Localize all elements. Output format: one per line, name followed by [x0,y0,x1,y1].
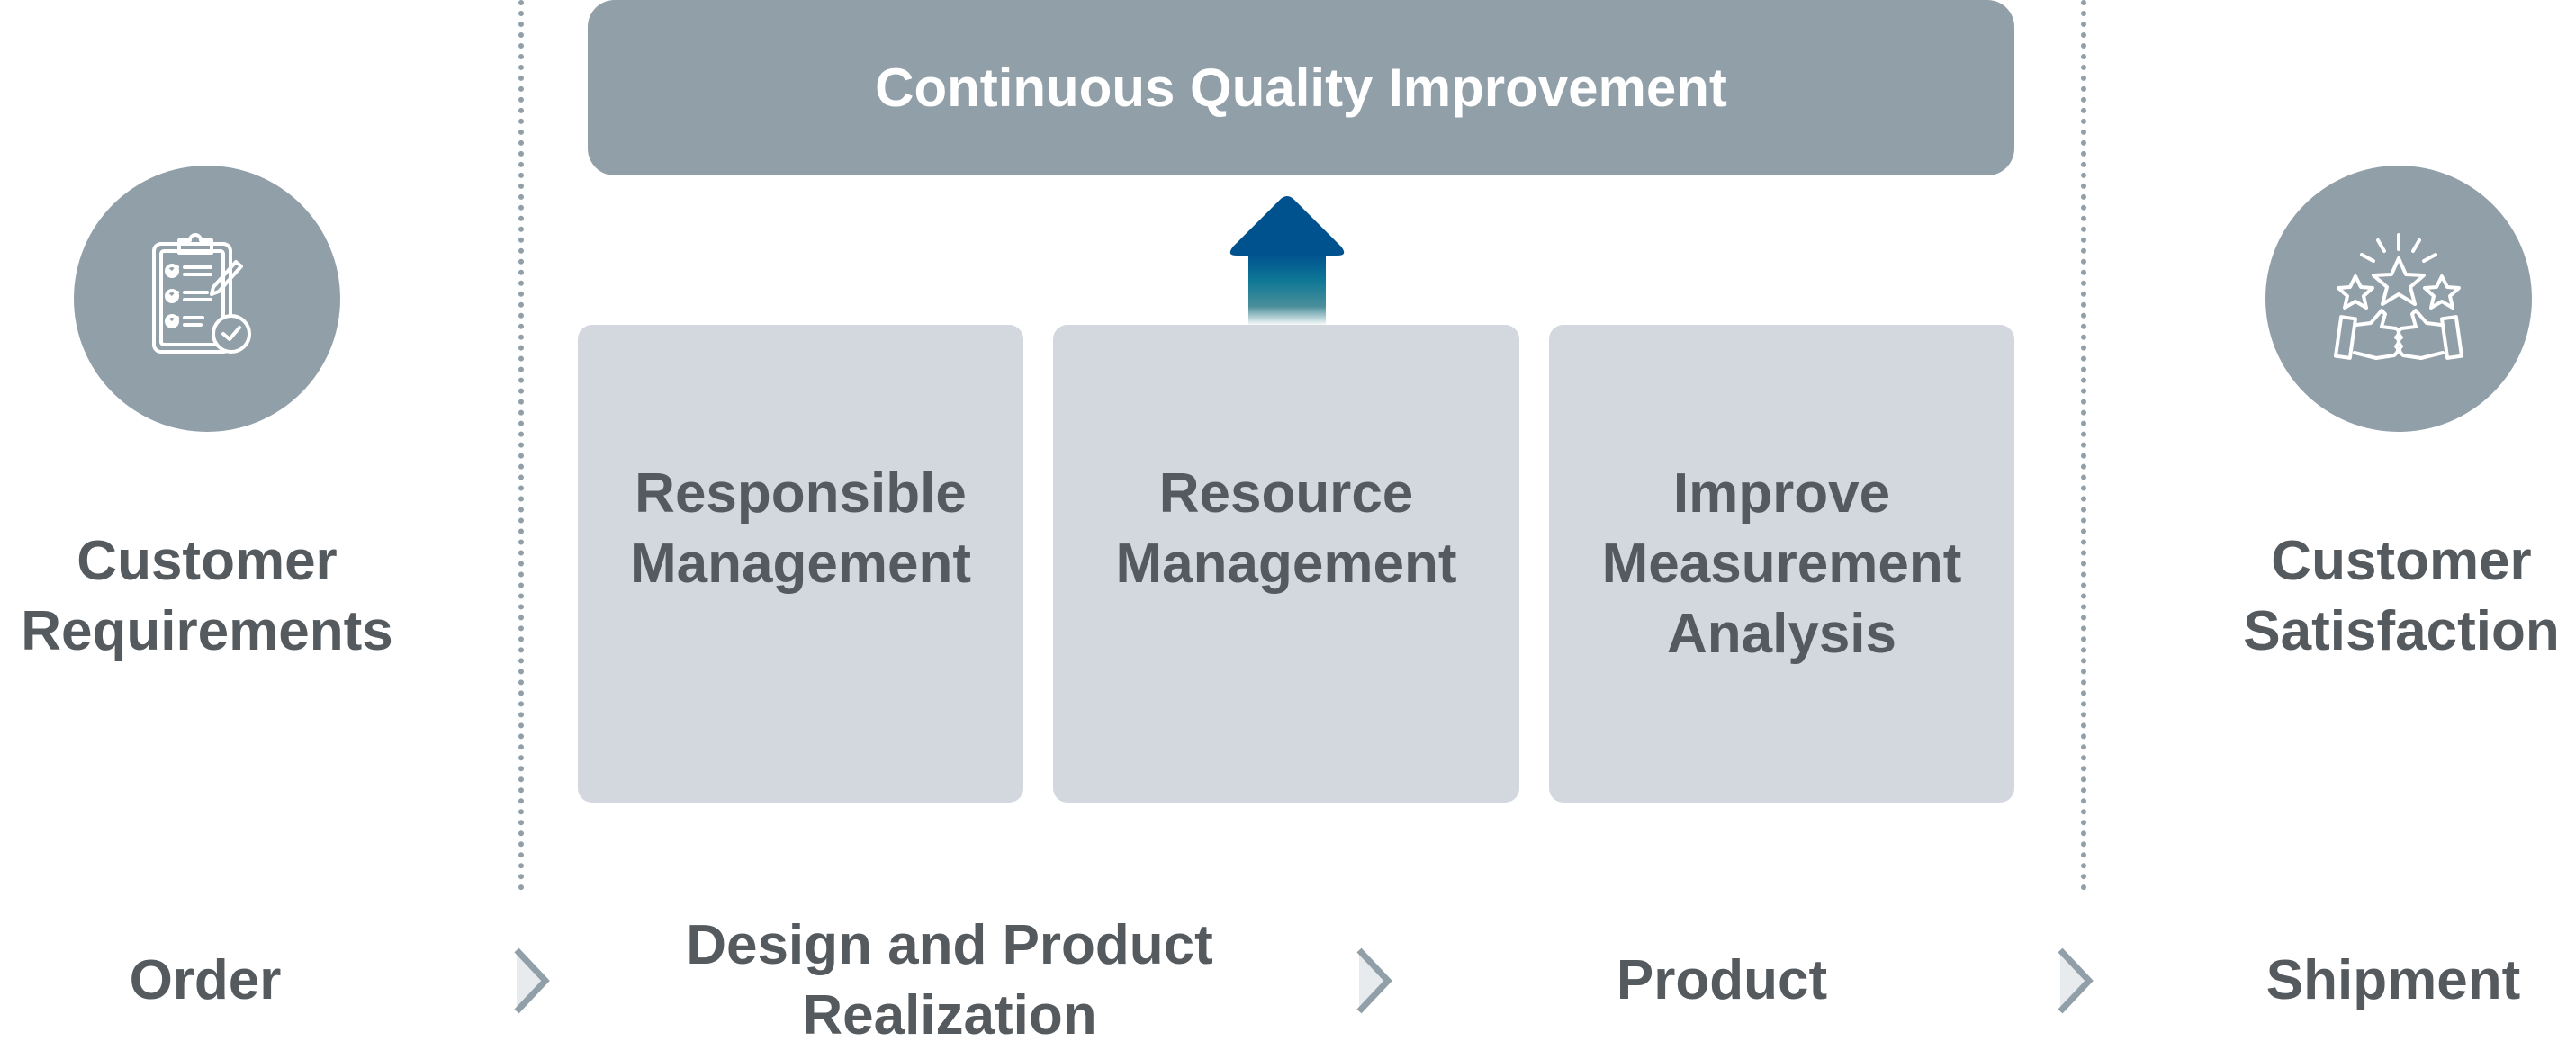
label-line: Customer [2271,530,2532,592]
customer-satisfaction-label: Customer Satisfaction [2185,526,2576,667]
stage-shipment: Shipment [2177,946,2576,1016]
box-resource-management: Resource Management [1053,325,1519,803]
box-text: Management [630,533,971,595]
chevron-right-icon [1356,947,1392,1014]
box-text: Responsible [635,462,967,525]
customer-requirements-label: Customer Requirements [0,526,423,667]
stage-label: Realization [802,984,1097,1046]
customer-requirements-badge [74,166,340,432]
chevron-right-icon [2058,947,2094,1014]
continuous-improvement-banner: Continuous Quality Improvement [588,0,2014,175]
box-text: Management [1115,533,1457,595]
up-arrow-icon [1229,196,1345,326]
box-improve-measurement: Improve Measurement Analysis [1549,325,2014,803]
divider-left [518,0,524,891]
box-responsible-management: Responsible Management [578,325,1023,803]
stage-label: Product [1616,949,1828,1011]
clipboard-checklist-icon [152,233,251,354]
stage-label: Design and Product [686,914,1213,976]
box-text: Analysis [1666,603,1897,665]
stage-label: Shipment [2265,949,2521,1011]
divider-right [2081,0,2086,891]
box-text: Measurement [1601,533,1962,595]
label-line: Customer [77,530,338,592]
stars-thumbs-up-icon [2334,233,2463,360]
stage-order: Order [0,946,421,1016]
label-line: Satisfaction [2243,600,2560,662]
customer-satisfaction-badge [2265,166,2532,432]
box-text: Improve [1672,462,1891,525]
stage-product: Product [1506,946,1938,1016]
stage-design-realization: Design and Product Realization [680,911,1220,1051]
label-line: Requirements [21,600,393,662]
banner-title: Continuous Quality Improvement [875,58,1727,118]
chevron-right-icon [514,947,550,1014]
stage-label: Order [129,949,282,1011]
box-text: Resource [1158,462,1414,525]
